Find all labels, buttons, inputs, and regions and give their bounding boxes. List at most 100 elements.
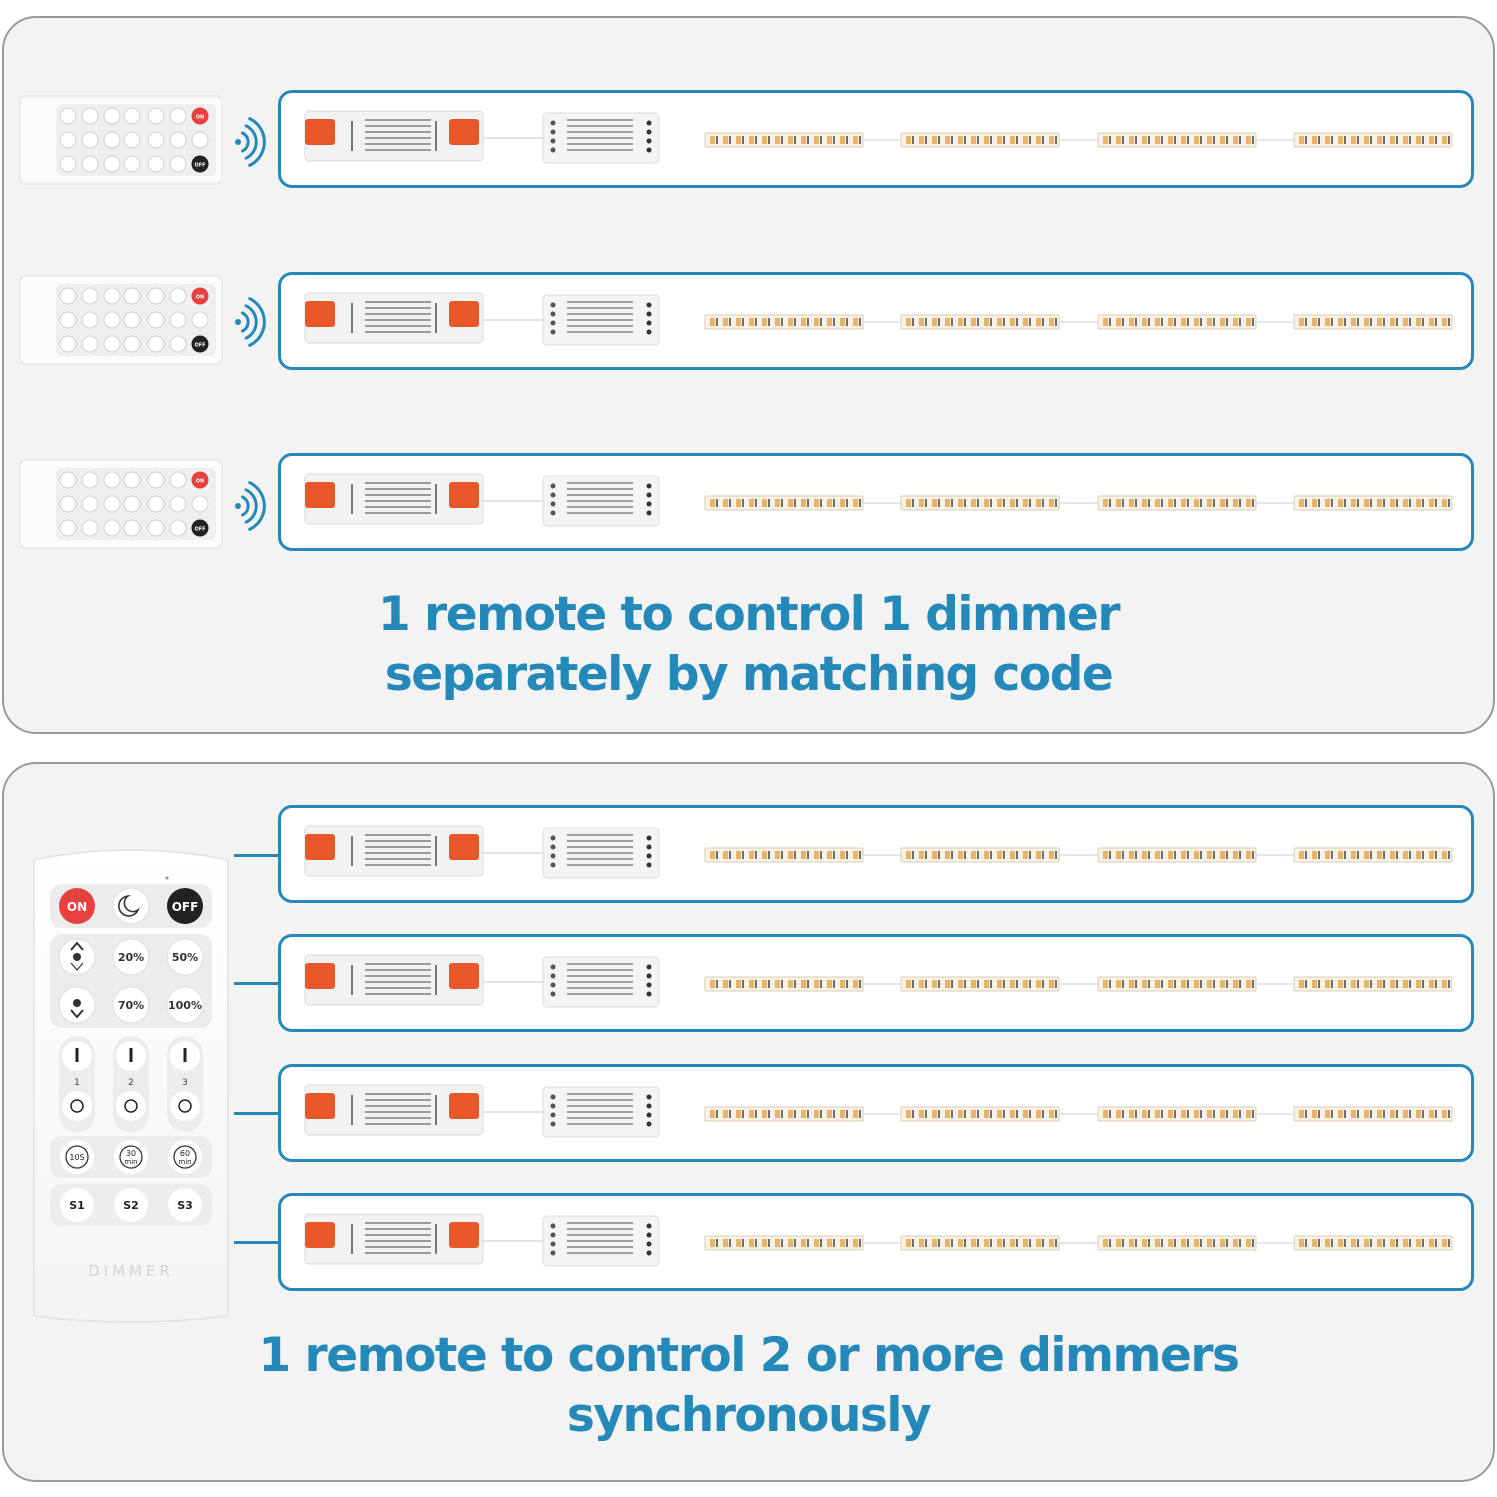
svg-text:10S: 10S [69,1153,84,1162]
led-chip [1442,318,1447,326]
mini-remote-button [81,471,99,489]
led-chip [1377,499,1382,507]
led-chip [1142,1110,1147,1118]
led-strip [1097,1235,1257,1251]
led-chip [801,136,806,144]
mini-remote-button [123,107,141,125]
led-chip [1429,1239,1434,1247]
mini-remote-button [123,495,141,513]
led-chip [775,1110,780,1118]
mini-remote-button [147,107,165,125]
timer-30min-button[interactable]: 30 min [114,1140,148,1174]
wireless-dimmer-module [542,294,660,346]
led-chip [1142,851,1147,859]
led-chip [1010,318,1015,326]
zone-2-toggle[interactable]: 2 [113,1036,149,1132]
led-chip [762,851,767,859]
led-chip [958,1239,963,1247]
brightness-up-button[interactable] [58,938,96,976]
timer-10s-button[interactable]: 10S [60,1140,94,1174]
led-strip [704,314,864,330]
led-chip [749,980,754,988]
led-chip [932,136,937,144]
led-chip [1390,499,1395,507]
led-chip [1364,136,1369,144]
led-chip [919,318,924,326]
led-chip [1181,980,1186,988]
mini-remote-off-label: OFF [194,343,205,349]
led-chip [945,499,950,507]
led-chip [1010,980,1015,988]
led-chip [1168,980,1173,988]
brightness-20-button[interactable]: 20% [112,938,150,976]
led-chip [814,1239,819,1247]
led-chip [1351,136,1356,144]
led-chip [1429,1110,1434,1118]
off-button[interactable]: OFF [167,888,203,924]
brightness-down-button[interactable] [58,986,96,1024]
led-chip [1103,136,1108,144]
led-chip [710,499,715,507]
led-chip [1442,136,1447,144]
led-chip [1181,499,1186,507]
brightness-50-button[interactable]: 50% [166,938,204,976]
led-chip [1416,136,1421,144]
led-chip [1325,136,1330,144]
wireless-dimmer-module [542,827,660,879]
led-chip [1010,1110,1015,1118]
led-chip [971,851,976,859]
led-chip [1377,1239,1382,1247]
led-chip [736,1239,741,1247]
timer-60min-button[interactable]: 60 min [168,1140,202,1174]
power-supply [304,1213,484,1265]
led-chip [1429,851,1434,859]
mini-remote-button [103,471,121,489]
led-chip [945,1110,950,1118]
led-chip [1338,980,1343,988]
led-chip [788,980,793,988]
led-chip [1233,1239,1238,1247]
led-chip [997,499,1002,507]
led-chip [906,980,911,988]
brightness-70-button[interactable]: 70% [112,986,150,1024]
led-strip [1293,314,1453,330]
night-mode-button[interactable] [112,887,150,925]
led-chip [749,136,754,144]
led-chip [971,1110,976,1118]
mini-remote-button [191,155,209,173]
led-chip [1246,136,1251,144]
dimmer-setup-row-5 [278,934,1474,1032]
led-chip [1049,1110,1054,1118]
power-supply [304,825,484,877]
led-chip [945,136,950,144]
led-chip [1155,136,1160,144]
mini-remote-button [81,107,99,125]
led-chip [1103,318,1108,326]
scene-s1-button[interactable]: S1 [60,1188,94,1222]
led-chip [1207,1110,1212,1118]
led-chip [1442,499,1447,507]
scene-s3-button[interactable]: S3 [168,1188,202,1222]
led-chip [1155,851,1160,859]
psu-terminal-right [449,301,479,327]
svg-text:S1: S1 [69,1199,85,1212]
led-chip [801,980,806,988]
led-chip [1010,1239,1015,1247]
brightness-100-button[interactable]: 100% [166,986,204,1024]
connector-line [234,854,280,857]
psu-terminal-right [449,834,479,860]
zone-1-toggle[interactable]: 1 [59,1036,95,1132]
led-chip [1403,1239,1408,1247]
mini-remote-button [103,155,121,173]
led-chip [840,499,845,507]
scene-s2-button[interactable]: S2 [114,1188,148,1222]
led-chip [1364,318,1369,326]
mini-remote-button [169,107,187,125]
led-chip [1036,980,1041,988]
on-button[interactable]: ON [59,888,95,924]
zone-3-toggle[interactable]: 3 [167,1036,203,1132]
led-chip [1220,980,1225,988]
led-chip [723,851,728,859]
led-chip [1390,980,1395,988]
